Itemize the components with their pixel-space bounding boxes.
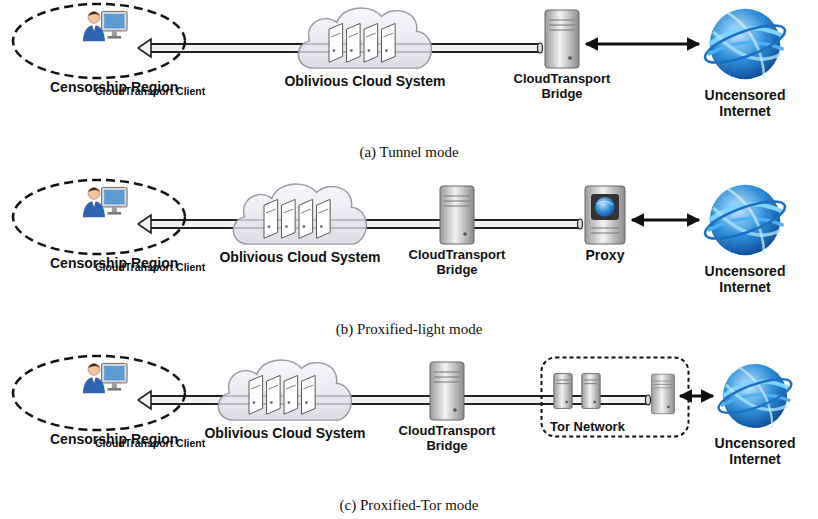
tunnel-head bbox=[138, 391, 151, 409]
node-label: CloudTransport Client bbox=[95, 86, 205, 98]
proxy-node: Proxy bbox=[560, 184, 650, 264]
figure-caption: (a) Tunnel mode bbox=[0, 144, 818, 161]
server-node: CloudTransport Bridge bbox=[385, 360, 509, 453]
globe-picture bbox=[701, 176, 789, 264]
tunnel-end bbox=[538, 43, 543, 53]
proxy-symbol bbox=[585, 186, 625, 244]
region-outline bbox=[10, 178, 190, 258]
client-node: CloudTransport Client bbox=[55, 360, 155, 394]
cloud-picture bbox=[290, 2, 440, 72]
double-arrow bbox=[586, 43, 699, 46]
region-node: Censorship RegionCloudTransport Client bbox=[10, 2, 210, 97]
node-label: Uncensored Internet bbox=[690, 264, 800, 295]
cloud-node: Oblivious Cloud System bbox=[210, 178, 390, 266]
node-label: Oblivious Cloud System bbox=[195, 426, 375, 442]
server-picture bbox=[435, 184, 479, 246]
region-ellipse bbox=[13, 4, 185, 78]
figure-caption: (c) Proxified-Tor mode bbox=[0, 497, 818, 514]
client-node: CloudTransport Client bbox=[55, 8, 155, 42]
cloud-symbol bbox=[233, 184, 366, 244]
server-node: CloudTransport Bridge bbox=[500, 8, 624, 101]
arrow-connector bbox=[680, 396, 713, 397]
tunnel-head bbox=[138, 39, 151, 57]
region-node: Censorship RegionCloudTransport Client bbox=[10, 354, 210, 449]
node-label: CloudTransport Bridge bbox=[385, 424, 509, 453]
server-node: CloudTransport Bridge bbox=[395, 184, 519, 277]
client-symbol bbox=[83, 363, 127, 393]
node-label: Oblivious Cloud System bbox=[275, 74, 455, 90]
torsrv-symbol bbox=[582, 374, 600, 409]
torsrv-picture bbox=[552, 372, 574, 410]
server-picture bbox=[648, 370, 678, 418]
globe-symbol bbox=[701, 9, 789, 79]
node-label: CloudTransport Bridge bbox=[395, 248, 519, 277]
arrow-connector bbox=[586, 44, 699, 45]
tor-box bbox=[542, 358, 689, 437]
proxy-picture bbox=[580, 184, 630, 246]
tunnel-head bbox=[138, 215, 151, 233]
client-symbol bbox=[83, 11, 127, 41]
node-label: CloudTransport Client bbox=[95, 262, 205, 274]
cloud-symbol bbox=[298, 8, 431, 68]
region-outline bbox=[10, 354, 190, 434]
client-picture bbox=[75, 184, 135, 218]
region-node: Censorship RegionCloudTransport Client bbox=[10, 178, 210, 273]
node-label: Uncensored Internet bbox=[705, 436, 805, 467]
globe-node: Uncensored Internet bbox=[705, 356, 805, 467]
globe-picture bbox=[701, 0, 789, 88]
torsrv-symbol bbox=[554, 374, 572, 409]
client-node: CloudTransport Client bbox=[55, 184, 155, 218]
node-label: Oblivious Cloud System bbox=[210, 250, 390, 266]
cloud-symbol bbox=[218, 360, 351, 420]
node-label: CloudTransport Bridge bbox=[500, 72, 624, 101]
cloud-node: Oblivious Cloud System bbox=[195, 354, 375, 442]
arrow-connector bbox=[632, 220, 699, 221]
region-ellipse bbox=[13, 180, 185, 254]
node-label: Proxy bbox=[560, 248, 650, 264]
node-label: Uncensored Internet bbox=[690, 88, 800, 119]
node-label: Tor Network bbox=[550, 420, 625, 435]
server-picture bbox=[425, 360, 469, 422]
tunnel-end bbox=[646, 395, 651, 405]
double-arrow bbox=[632, 219, 699, 222]
globe-node: Uncensored Internet bbox=[690, 176, 800, 295]
tunnel-end bbox=[578, 219, 583, 229]
double-arrow bbox=[680, 395, 713, 398]
figure-caption: (b) Proxified-light mode bbox=[0, 321, 818, 338]
globe-symbol bbox=[715, 364, 795, 428]
cloud-picture bbox=[210, 354, 360, 424]
node-label: CloudTransport Client bbox=[95, 438, 205, 450]
server-symbol bbox=[440, 186, 474, 244]
server-symbol bbox=[651, 374, 674, 414]
globe-picture bbox=[715, 356, 795, 436]
region-outline bbox=[10, 2, 190, 82]
client-picture bbox=[75, 360, 135, 394]
client-symbol bbox=[83, 187, 127, 217]
cloud-node: Oblivious Cloud System bbox=[275, 2, 455, 90]
torsrv-picture bbox=[580, 372, 602, 410]
tor-node: Tor Network bbox=[540, 356, 690, 438]
tunnel-connector bbox=[138, 391, 651, 409]
globe-symbol bbox=[701, 185, 789, 255]
globe-node: Uncensored Internet bbox=[690, 0, 800, 119]
server-symbol bbox=[545, 10, 579, 68]
region-ellipse bbox=[13, 356, 185, 430]
cloud-picture bbox=[225, 178, 375, 248]
server-picture bbox=[540, 8, 584, 70]
client-picture bbox=[75, 8, 135, 42]
server-symbol bbox=[430, 362, 464, 420]
